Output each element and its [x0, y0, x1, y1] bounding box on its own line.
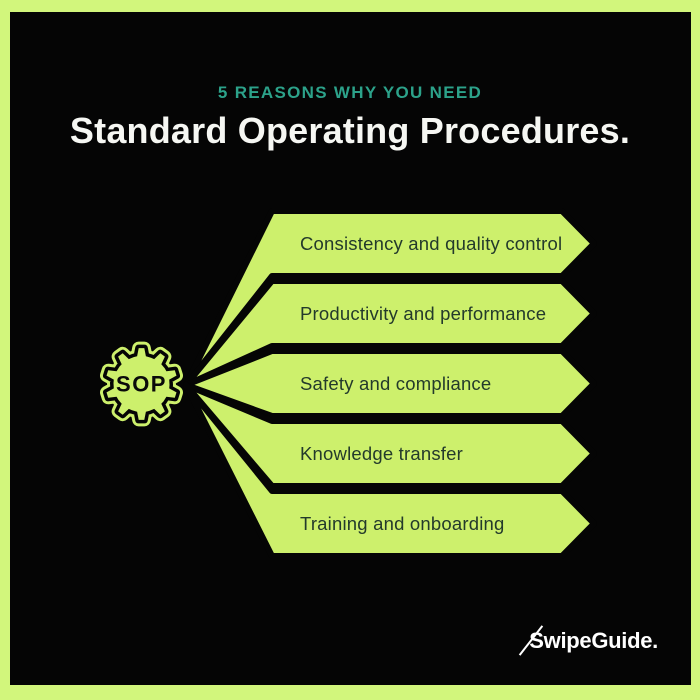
- brand-logo-text: SwipeGuide.: [529, 628, 658, 653]
- reason-banner: Knowledge transfer: [183, 382, 597, 489]
- reason-label-4: Knowledge transfer: [300, 443, 463, 464]
- reason-banner-shape-4: [183, 382, 597, 489]
- reason-banner: Productivity and performance: [183, 278, 597, 388]
- gear-core: [106, 348, 177, 420]
- reason-label-5: Training and onboarding: [300, 513, 504, 534]
- reason-banner: Safety and compliance: [183, 348, 597, 419]
- reason-banner-shape-1: [183, 208, 597, 388]
- reason-banner-shape-3: [183, 348, 597, 419]
- reason-banner-shape-5: [183, 382, 597, 559]
- reason-label-1: Consistency and quality control: [300, 233, 562, 254]
- eyebrow-text: 5 REASONS WHY YOU NEED: [217, 83, 483, 102]
- page-title: Standard Operating Procedures.: [69, 110, 631, 151]
- reason-banner: Training and onboarding: [183, 382, 597, 559]
- reason-banner: Consistency and quality control: [183, 208, 597, 388]
- sop-label: SOP: [116, 372, 167, 397]
- header: 5 REASONS WHY YOU NEED Standard Operatin…: [0, 84, 700, 151]
- reason-label-3: Safety and compliance: [300, 373, 491, 394]
- reason-banner-shape-2: [183, 278, 597, 388]
- reason-label-2: Productivity and performance: [300, 303, 546, 324]
- brand-logo: SwipeGuide.: [519, 625, 658, 656]
- gear-icon: SOP: [100, 341, 183, 427]
